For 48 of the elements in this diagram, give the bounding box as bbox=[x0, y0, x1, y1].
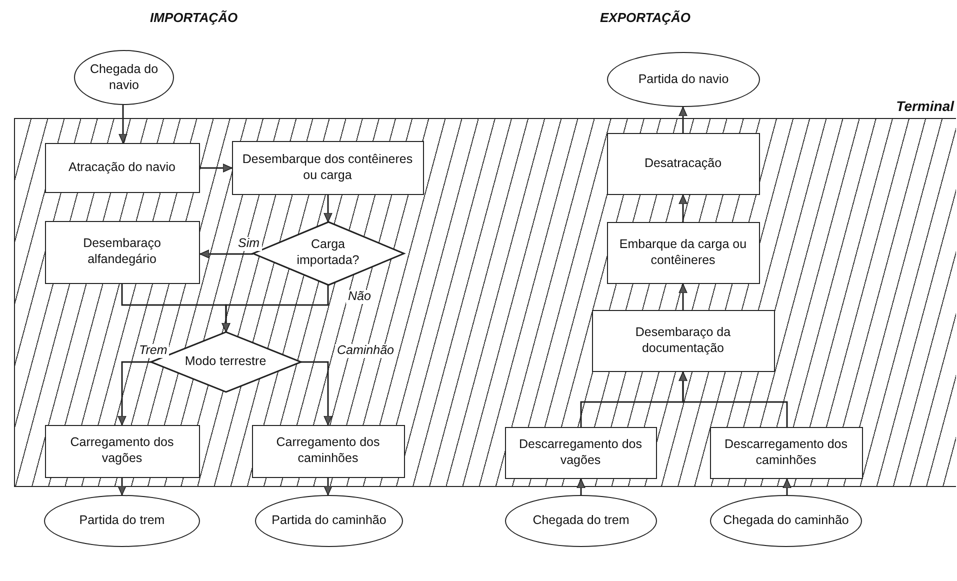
node-text: Desatracação bbox=[644, 156, 722, 172]
process-box bbox=[44, 424, 200, 478]
node-text: Carregamento dos vagões bbox=[69, 435, 175, 467]
node-text: Partida do navio bbox=[638, 72, 729, 88]
arrow bbox=[324, 478, 332, 496]
arrow bbox=[301, 361, 332, 426]
node-text: Carregamento dos caminhões bbox=[275, 435, 381, 467]
process-box bbox=[44, 220, 200, 284]
arrow bbox=[678, 106, 688, 133]
process-box bbox=[252, 424, 404, 478]
node-text: Partida do caminhão bbox=[272, 513, 386, 529]
node-text: Chegada do trem bbox=[532, 513, 630, 529]
process-box bbox=[592, 310, 774, 372]
node-text: Chegada do navio bbox=[88, 62, 160, 94]
arrow bbox=[678, 284, 688, 310]
node-text: Descarregamento dos caminhões bbox=[724, 436, 848, 468]
node-text: Embarque da carga ou contêineres bbox=[618, 236, 748, 268]
edge-label: Não bbox=[346, 290, 373, 304]
edge-label: Sim bbox=[236, 237, 262, 251]
arrow bbox=[118, 105, 128, 144]
arrow bbox=[118, 478, 126, 496]
arrow bbox=[200, 250, 253, 258]
area-title: Terminal bbox=[896, 98, 954, 114]
node-text: Atracação do navio bbox=[68, 160, 176, 176]
arrow bbox=[121, 284, 230, 332]
process-box bbox=[504, 426, 656, 478]
arrow bbox=[782, 478, 792, 495]
node-text: Desembaraço da documentação bbox=[634, 324, 732, 356]
node-text: Chegada do caminhão bbox=[723, 513, 849, 529]
arrow bbox=[200, 164, 232, 172]
section-heading: IMPORTAÇÃO bbox=[150, 10, 238, 25]
process-box bbox=[232, 140, 424, 194]
arrow bbox=[678, 372, 788, 427]
node-text: Modo terrestre bbox=[184, 354, 268, 370]
arrow bbox=[118, 361, 151, 426]
node-text: Carga importada? bbox=[296, 237, 360, 269]
node-text: Partida do trem bbox=[79, 513, 165, 529]
process-box bbox=[606, 222, 760, 284]
process-box bbox=[44, 142, 200, 192]
process-box bbox=[606, 132, 760, 194]
process-box bbox=[710, 426, 862, 478]
node-text: Desembaraço alfandegário bbox=[82, 236, 162, 268]
edge-label: Caminhão bbox=[335, 344, 396, 358]
arrow bbox=[576, 478, 586, 495]
section-heading: EXPORTAÇÃO bbox=[600, 10, 691, 25]
edge-label: Trem bbox=[137, 344, 170, 358]
node-text: Desembarque dos contêineres ou carga bbox=[241, 152, 414, 184]
node-text: Descarregamento dos vagões bbox=[518, 436, 643, 468]
